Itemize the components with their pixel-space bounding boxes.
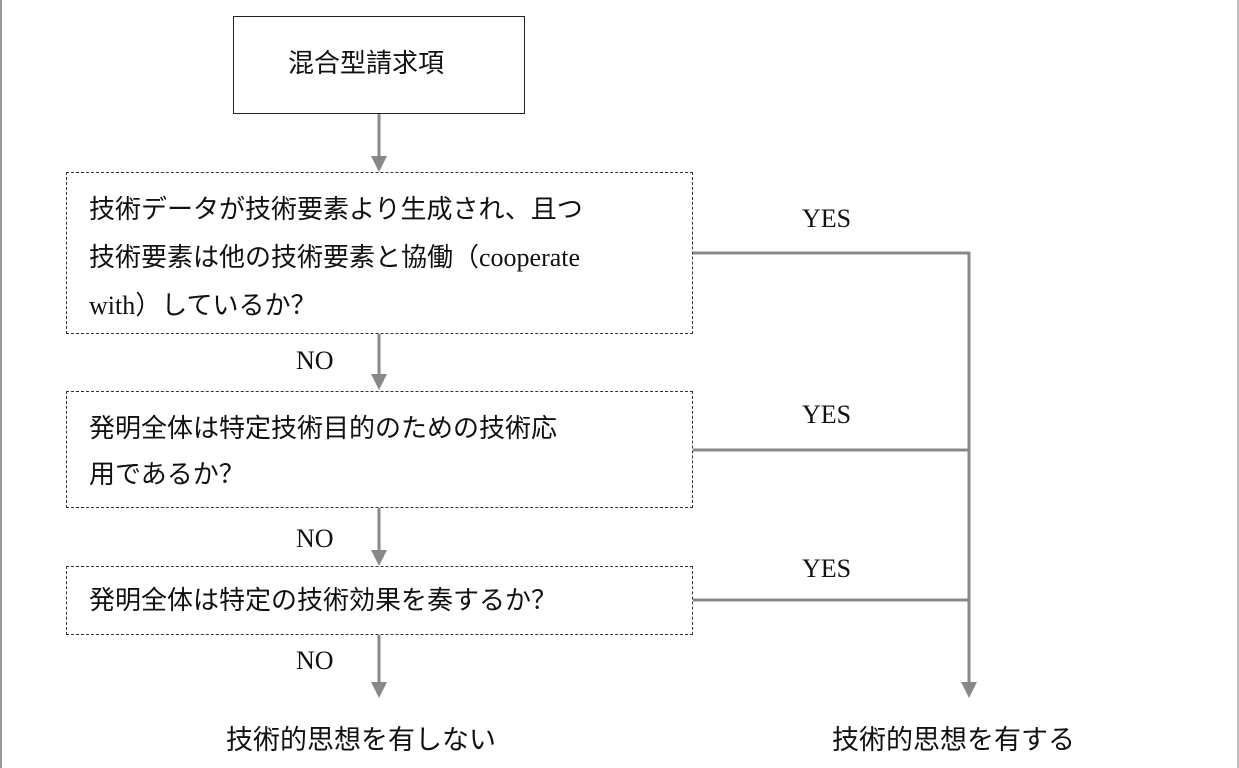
- arrowhead-q2: [371, 374, 387, 390]
- no-label-q2: NO: [296, 524, 334, 553]
- question-box-2: 発明全体は特定技術目的のための技術応 用であるか？: [66, 391, 693, 508]
- question-1-line-2-latin: cooperate: [479, 243, 581, 272]
- yes-label-q2: YES: [802, 400, 852, 429]
- question-1-line-3: with）しているか？: [89, 281, 316, 331]
- no-label-q3: NO: [296, 646, 334, 675]
- question-2-line-1: 発明全体は特定技術目的のための技術応: [89, 414, 558, 444]
- question-1-line-3-suffix: ）しているか？: [135, 291, 317, 321]
- question-1-line-2: 技術要素は他の技術要素と協働（cooperate: [89, 233, 580, 283]
- question-box-3: 発明全体は特定の技術効果を奏するか？: [66, 566, 693, 635]
- yes-label-q1: YES: [802, 204, 852, 233]
- arrowhead-q1: [371, 156, 387, 172]
- question-3-line-1: 発明全体は特定の技術効果を奏するか？: [89, 586, 558, 616]
- arrowhead-outcome-yes: [961, 682, 977, 698]
- question-2-line-2: 用であるか？: [89, 460, 245, 490]
- question-1-line-1: 技術データが技術要素より生成され、且つ: [89, 195, 583, 225]
- start-box: 混合型請求項: [233, 16, 525, 114]
- page-frame-right: [1237, 0, 1239, 768]
- page-frame-left: [0, 0, 2, 768]
- yes-label-q3: YES: [802, 554, 852, 583]
- arrowhead-outcome-no: [371, 682, 387, 698]
- question-1-line-3-latin: with: [89, 291, 136, 320]
- arrowhead-q3: [371, 550, 387, 566]
- outcome-no-technical-idea: 技術的思想を有しない: [226, 725, 496, 756]
- question-1-line-2-prefix: 技術要素は他の技術要素と協働（: [89, 243, 480, 273]
- outcome-has-technical-idea: 技術的思想を有する: [832, 725, 1075, 756]
- question-box-1: 技術データが技術要素より生成され、且つ 技術要素は他の技術要素と協働（coope…: [66, 172, 693, 334]
- start-box-label: 混合型請求項: [288, 49, 445, 79]
- no-label-q1: NO: [296, 346, 334, 375]
